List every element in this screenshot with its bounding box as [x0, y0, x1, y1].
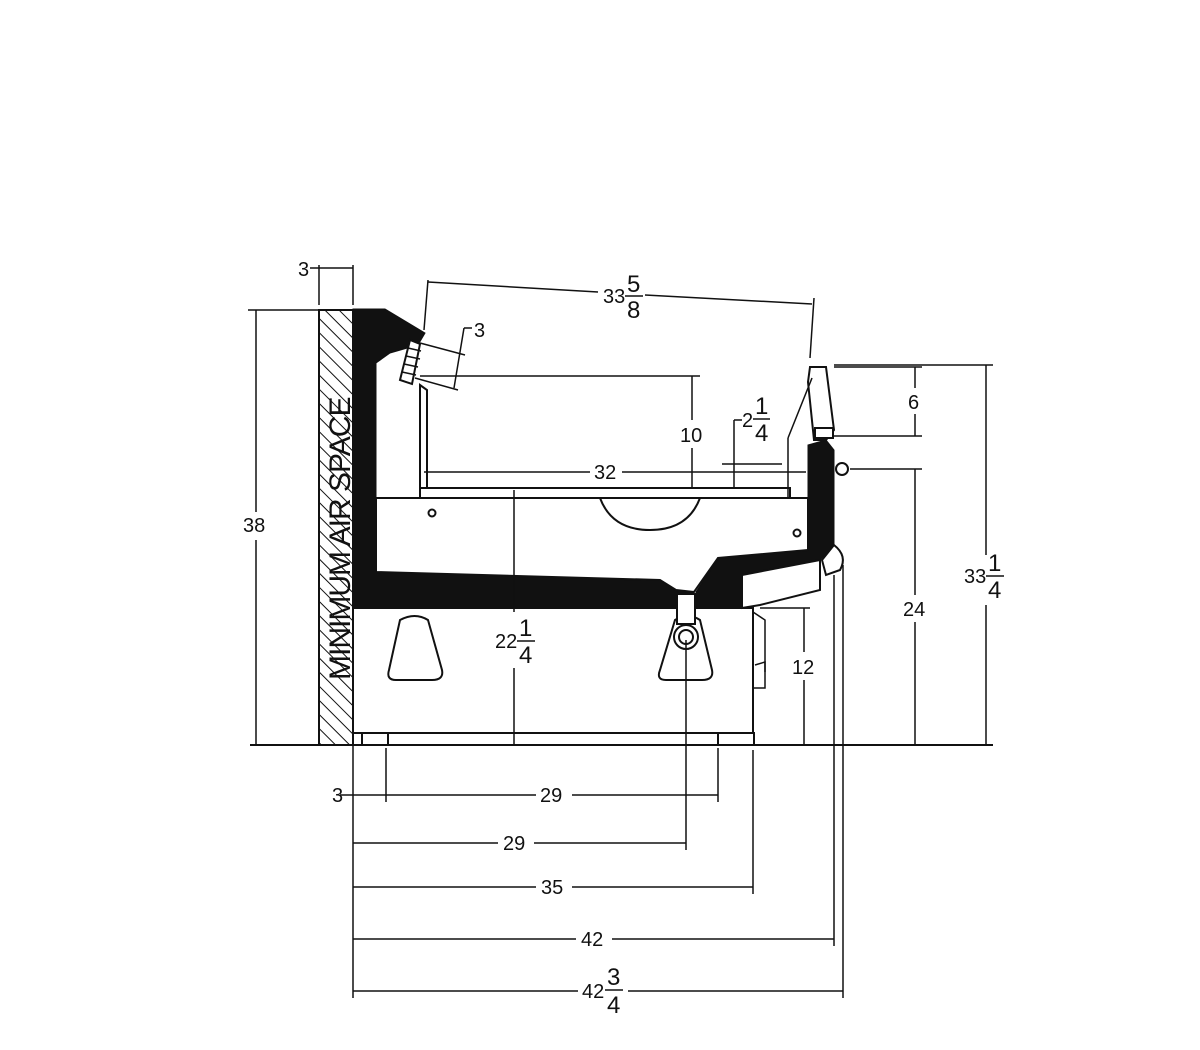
front-panel — [741, 558, 821, 610]
hanger-coil — [401, 347, 422, 376]
dim-cook-height: 24 — [903, 599, 925, 621]
dim-overall-depth-max-whole: 42 — [582, 981, 604, 1003]
front-knob — [820, 543, 844, 577]
rivet-front — [792, 528, 802, 538]
flue-hinge — [814, 427, 834, 439]
dim-drain-height-num: 1 — [519, 615, 532, 642]
dim-leg-offset: 3 — [332, 785, 343, 807]
front-foot — [717, 732, 755, 746]
dim-body-depth: 35 — [541, 877, 563, 899]
pan-rim — [419, 487, 791, 499]
dim-splash-angle: 3 — [474, 320, 485, 342]
rear-handle-slot — [387, 615, 444, 681]
drain-pipe — [676, 593, 696, 625]
rivet-rear — [427, 508, 437, 518]
dim-total-height-whole: 33 — [964, 566, 986, 588]
dim-pan-depth: 10 — [680, 425, 702, 447]
dim-overall-depth: 42 — [581, 929, 603, 951]
dim-top-span-num: 5 — [627, 271, 640, 298]
wall-air-space: MINIMUM AIR SPACE — [318, 309, 357, 746]
flue-lid — [806, 366, 836, 441]
dim-top-span-den: 8 — [627, 297, 640, 324]
dim-drain-height-whole: 22 — [495, 631, 517, 653]
dim-drain-height-den: 4 — [519, 642, 532, 669]
dim-rear-offset-den: 4 — [755, 420, 768, 447]
dim-cook-width: 32 — [594, 462, 616, 484]
dim-total-height-num: 1 — [988, 550, 1001, 577]
dimension-labels: 3 38 33 5 8 3 10 2 1 4 32 6 24 33 1 4 12… — [243, 259, 1004, 1019]
rear-foot — [361, 732, 389, 746]
dim-overall-depth-max-num: 3 — [607, 964, 620, 991]
dim-overall-height: 38 — [243, 515, 265, 537]
wall-label: MINIMUM AIR SPACE — [324, 398, 357, 680]
flue-lid-brace — [787, 377, 813, 439]
dim-leg-spacing: 29 — [540, 785, 562, 807]
dim-flue-height: 6 — [908, 392, 919, 414]
dim-drain-location: 29 — [503, 833, 525, 855]
dim-total-height-den: 4 — [988, 577, 1001, 604]
fryer-body — [352, 308, 849, 746]
dimension-lines — [248, 265, 993, 998]
door-edge — [752, 611, 766, 689]
cold-zone — [598, 497, 702, 532]
back-riser — [419, 383, 428, 489]
dim-rear-offset-num: 1 — [755, 393, 768, 420]
dim-leg-clearance: 12 — [792, 657, 814, 679]
dim-top-span-whole: 33 — [603, 286, 625, 308]
door-latch — [754, 660, 766, 672]
thermostat-knob — [835, 462, 849, 476]
dim-overall-depth-max-den: 4 — [607, 992, 620, 1019]
dim-rear-offset-whole: 2 — [742, 410, 753, 432]
dim-wall-gap: 3 — [298, 259, 309, 281]
fry-pot — [375, 497, 809, 594]
